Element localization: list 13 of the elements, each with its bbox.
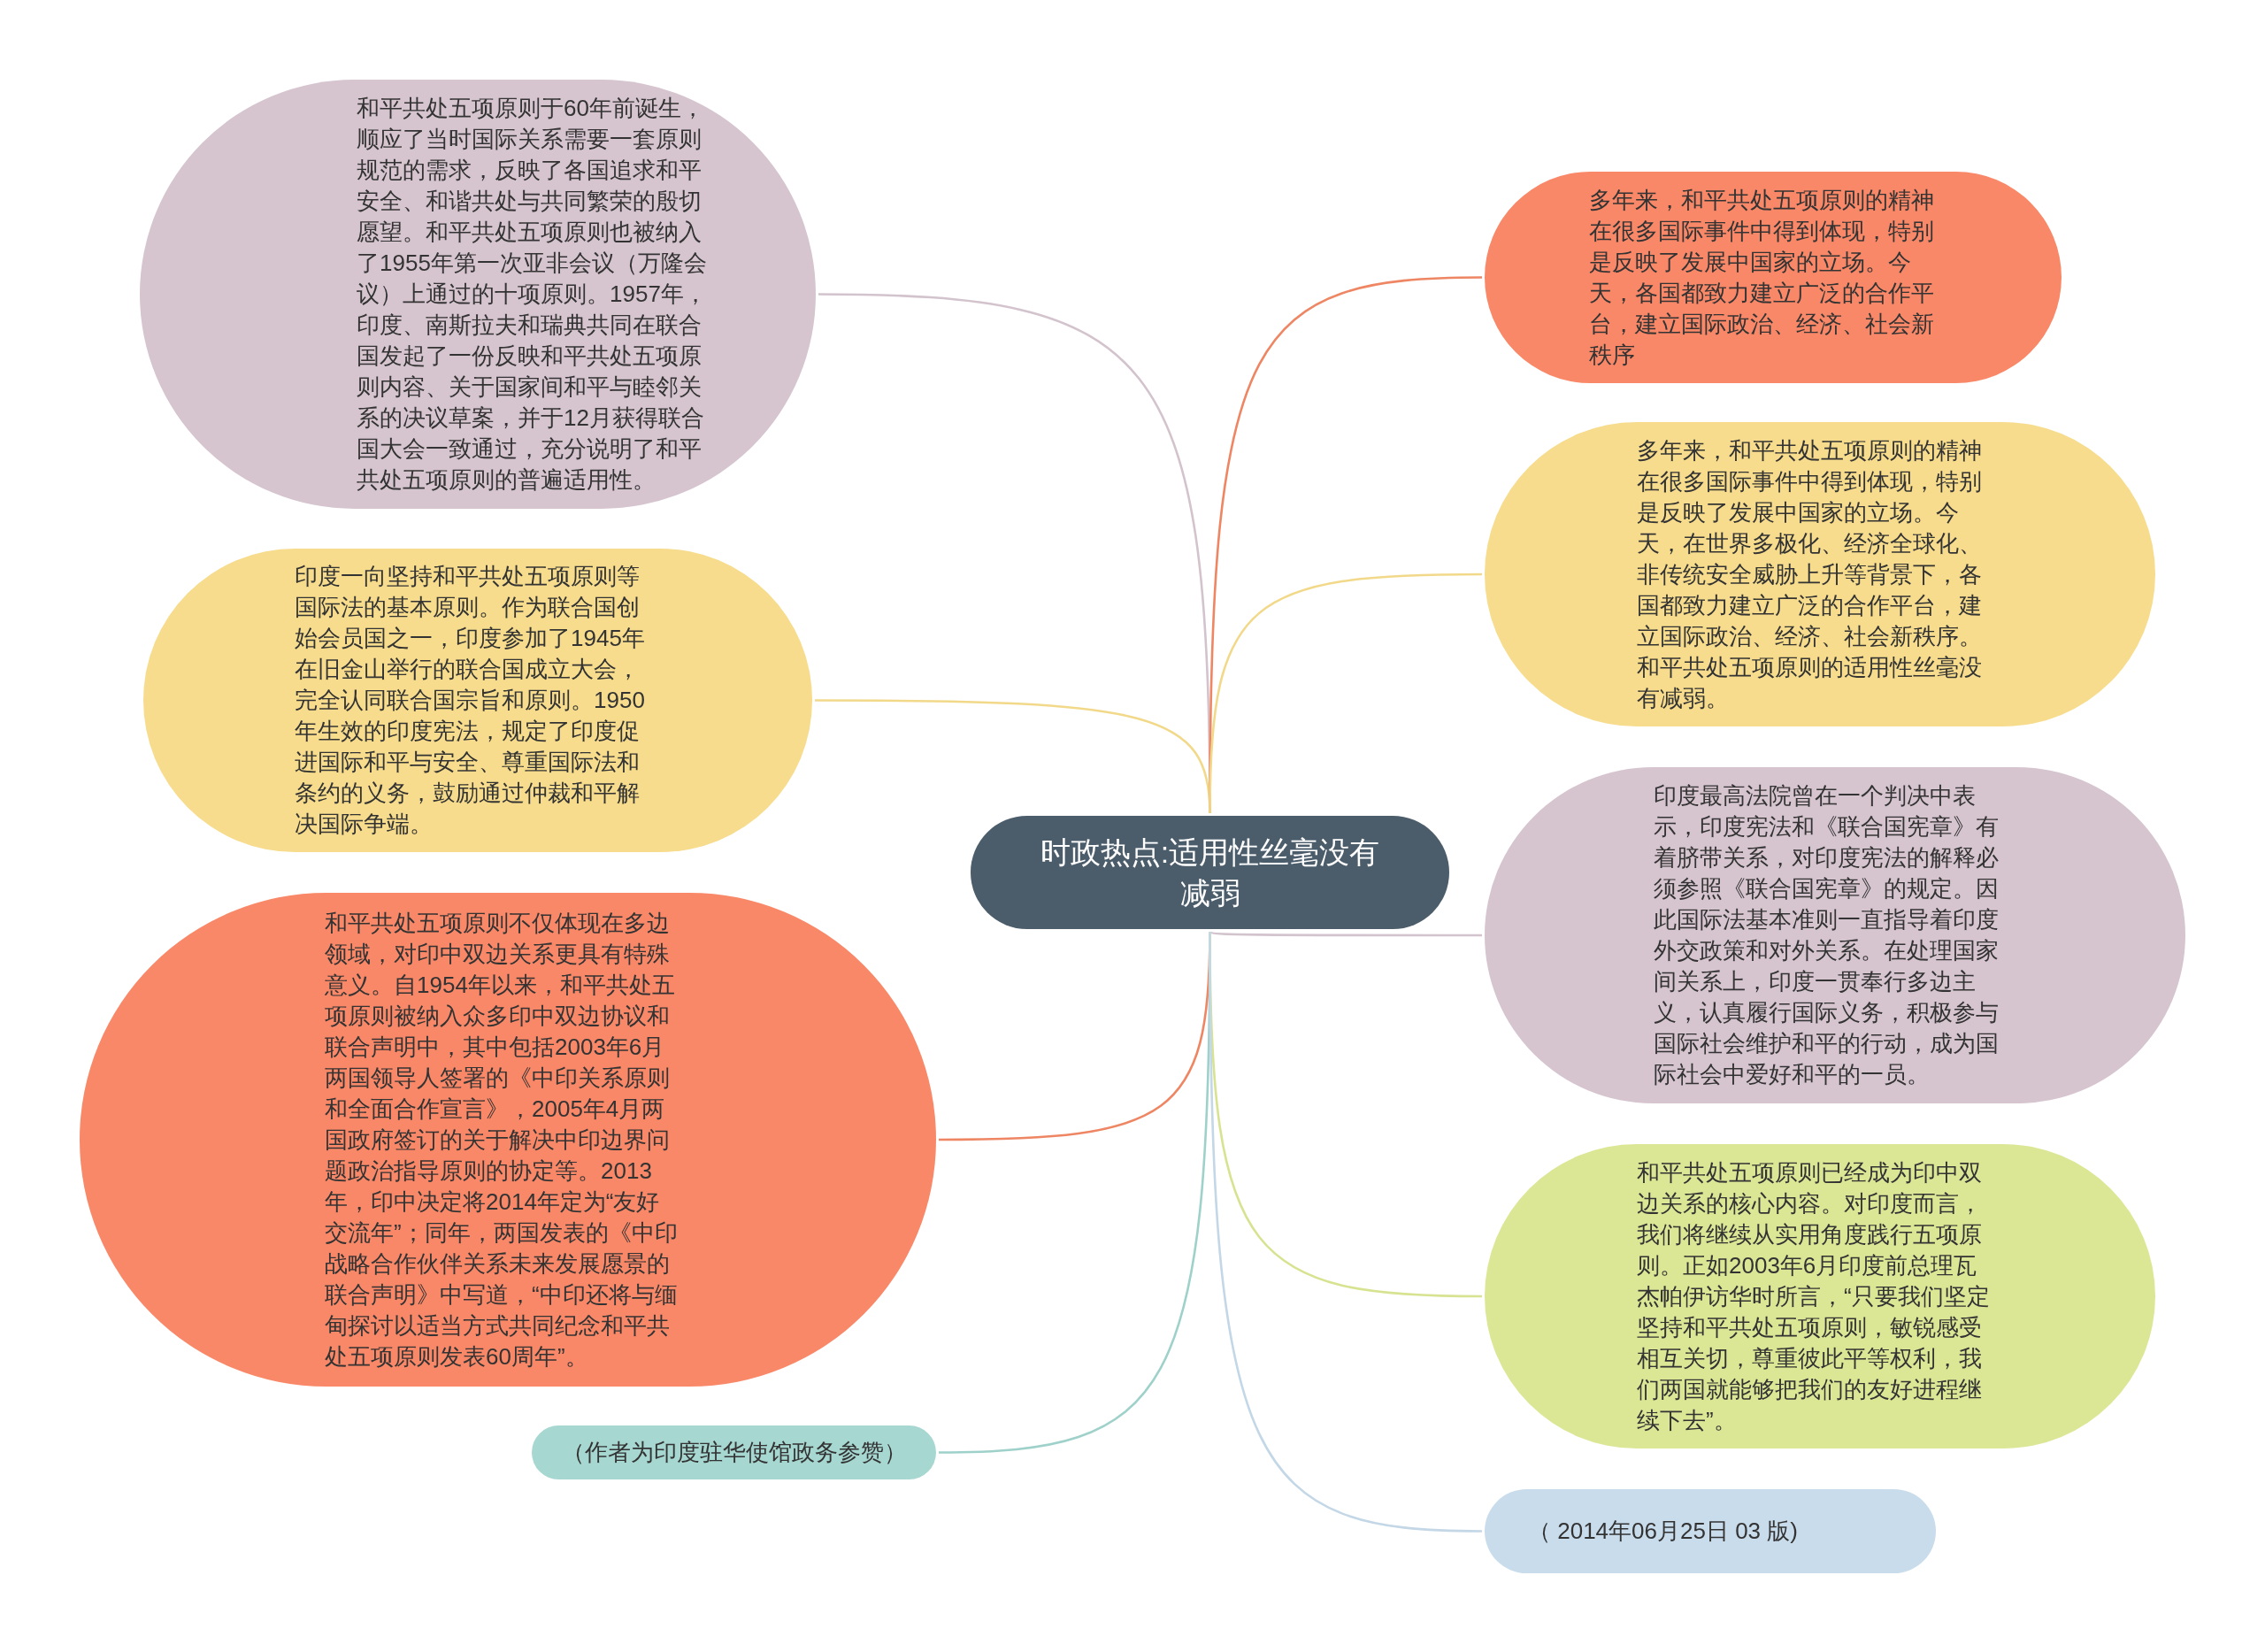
- connector: [1209, 572, 1482, 814]
- text-bubble: （ 2014年06月25日 03 版): [1485, 1489, 1936, 1573]
- text-bubble: 印度最高法院曾在一个判决中表示，印度宪法和《联合国宪章》有着脐带关系，对印度宪法的解释必须参照《联合国宪章》的规定。因此国际法基本准则一直指导着印度外交政策和对外关系。在处理国家间关系上，印度一贯奉行多边主义，认真履行国际义务，积极参与国际社会维护和平的行动，成为国际社会中爱好和平的一员。: [1485, 767, 2185, 1103]
- central-topic-bubble: 时政热点:适用性丝毫没有减弱: [971, 816, 1449, 929]
- text-bubble: 和平共处五项原则不仅体现在多边领域，对印中双边关系更具有特殊意义。自1954年以来，和平共处五项原则被纳入众多印中双边协议和联合声明中，其中包括2003年6月两国领导人签署的《中印关系原则和全面合作宣言》，2005年4月两国政府签订的关于解决中印边界问题政治指导原则的协定等。2013年，印中决定将2014年定为“友好交流年”；同年，两国发表的《中印战略合作伙伴关系未来发展愿景的联合声明》中写道，“中印还将与缅甸探讨以适当方式共同纪念和平共处五项原则发表60周年”。: [80, 893, 936, 1387]
- text-bubble: 多年来，和平共处五项原则的精神在很多国际事件中得到体现，特别是反映了发展中国家的立场。今天，各国都致力建立广泛的合作平台，建立国际政治、经济、社会新秩序: [1485, 172, 2062, 383]
- connector: [1209, 930, 1482, 937]
- text-bubble: 和平共处五项原则于60年前诞生，顺应了当时国际关系需要一套原则规范的需求，反映了各国追求和平安全、和谐共处与共同繁荣的殷切愿望。和平共处五项原则也被纳入了1955年第一次亚非会议（万隆会议）上通过的十项原则。1957年，印度、南斯拉夫和瑞典共同在联合国发起了一份反映和平共处五项原则内容、关于国家间和平与睦邻关系的决议草案，并于12月获得联合国大会一致通过，充分说明了和平共处五项原则的普遍适用性。: [140, 80, 816, 509]
- text-bubble: （作者为印度驻华使馆政务参赞）: [532, 1425, 936, 1479]
- connector: [1209, 932, 1483, 1533]
- text-bubble: 和平共处五项原则已经成为印中双边关系的核心内容。对印度而言，我们将继续从实用角度践行五项原则。正如2003年6月印度前总理瓦杰帕伊访华时所言，“只要我们坚定坚持和平共处五项原则，敏锐感受相互关切，尊重彼此平等权利，我们两国就能够把我们的友好进程继续下去”。: [1485, 1144, 2155, 1448]
- text-bubble: 多年来，和平共处五项原则的精神在很多国际事件中得到体现，特别是反映了发展中国家的立场。今天，在世界多极化、经济全球化、非传统安全威胁上升等背景下，各国都致力建立广泛的合作平台，建立国际政治、经济、社会新秩序。和平共处五项原则的适用性丝毫没有减弱。: [1485, 422, 2155, 726]
- text-bubble: 印度一向坚持和平共处五项原则等国际法的基本原则。作为联合国创始会员国之一，印度参加了1945年在旧金山举行的联合国成立大会，完全认同联合国宗旨和原则。1950年生效的印度宪法，规定了印度促进国际和平与安全、尊重国际法和条约的义务，鼓励通过仲裁和平解决国际争端。: [143, 549, 812, 852]
